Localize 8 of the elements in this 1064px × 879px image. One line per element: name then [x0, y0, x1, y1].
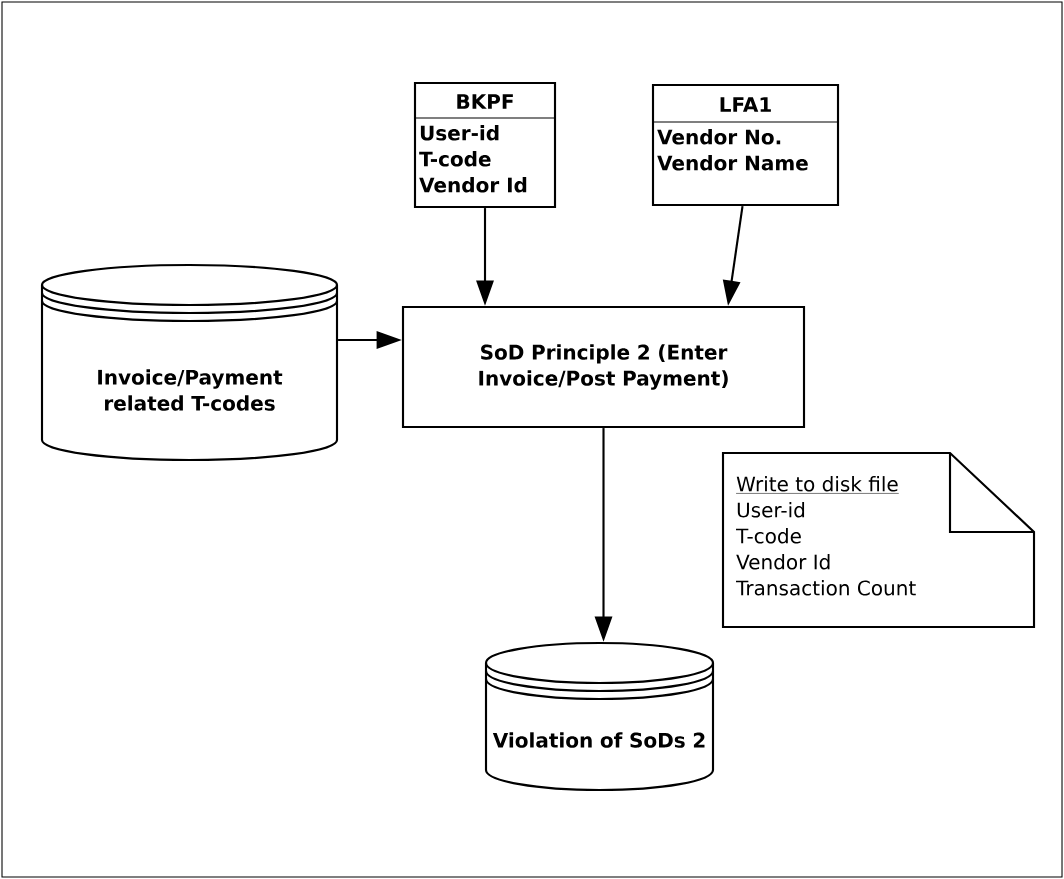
node-label: Invoice/Payment related T-codes — [98, 369, 283, 411]
node-label: Violation of SoDs 2 — [492, 732, 705, 748]
table-box: LFA1 Vendor No. Vendor Name — [651, 83, 840, 207]
table-box: BKPF User-id T-code Vendor Id — [413, 81, 557, 209]
note-document: Write to disk file User-id T-code Vendor Id Transaction Count — [721, 451, 1036, 629]
process-box: SoD Principle 2 (Enter Invoice/Post Payment) — [401, 305, 806, 429]
database-cylinder: Violation of SoDs 2 — [484, 641, 715, 792]
database-cylinder: Invoice/Payment related T-codes — [40, 263, 339, 462]
